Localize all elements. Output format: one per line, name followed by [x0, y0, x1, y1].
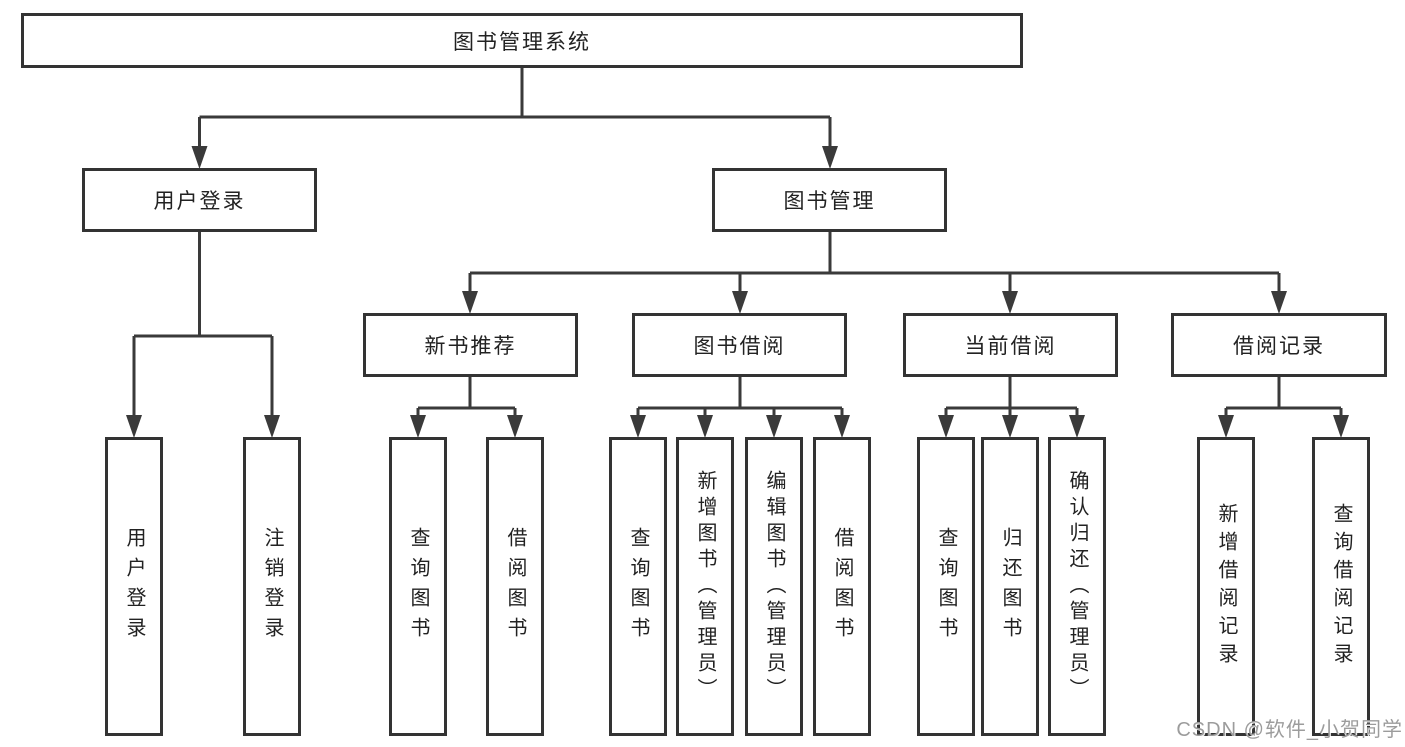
arrowhead: [630, 415, 646, 438]
arrowhead: [410, 415, 426, 438]
leaf-return-books-label: 归还图书: [999, 526, 1021, 647]
arrowhead: [938, 415, 954, 438]
watermark: CSDN @软件_小贺同学: [1176, 719, 1403, 741]
leaf-query-books-borrow-label: 查询图书: [627, 526, 649, 647]
node-borrow-records: 借阅记录: [1171, 313, 1387, 377]
node-borrow-records-label: 借阅记录: [1233, 335, 1325, 358]
leaf-query-books-recommend-label: 查询图书: [407, 526, 429, 647]
arrowhead: [462, 291, 478, 314]
leaf-query-books-current: 查询图书: [917, 437, 975, 736]
arrowhead: [766, 415, 782, 438]
leaf-query-books-borrow: 查询图书: [609, 437, 667, 736]
connector-book-management: [462, 232, 1287, 314]
leaf-borrow-books-recommend: 借阅图书: [486, 437, 544, 736]
leaf-borrow-books: 借阅图书: [813, 437, 871, 736]
arrowhead: [1218, 415, 1234, 438]
leaf-user-login-label: 用户登录: [123, 526, 145, 647]
node-root: 图书管理系统: [21, 13, 1023, 68]
leaf-query-borrow-record-label: 查询借阅记录: [1330, 502, 1352, 671]
connector-borrow-records: [1218, 377, 1349, 438]
node-new-book-recommend-label: 新书推荐: [424, 335, 517, 358]
leaf-query-books-current-label: 查询图书: [935, 526, 957, 647]
leaf-confirm-return-admin-label: 确认归还（管理员）: [1066, 469, 1088, 704]
arrowhead: [1271, 291, 1287, 314]
node-book-borrow-label: 图书借阅: [693, 335, 786, 358]
connector-book-borrow: [630, 377, 850, 438]
arrowhead: [1069, 415, 1085, 438]
node-book-management-label: 图书管理: [783, 190, 876, 213]
leaf-edit-books-admin: 编辑图书（管理员）: [745, 437, 803, 736]
arrowhead: [507, 415, 523, 438]
connector-root: [191, 68, 838, 169]
leaf-edit-books-admin-label: 编辑图书（管理员）: [763, 469, 785, 704]
leaf-logout: 注销登录: [243, 437, 301, 736]
leaf-add-borrow-record-label: 新增借阅记录: [1215, 502, 1237, 671]
arrowhead: [264, 415, 280, 438]
leaf-logout-label: 注销登录: [261, 526, 283, 647]
leaf-user-login: 用户登录: [105, 437, 163, 736]
node-current-borrow: 当前借阅: [903, 313, 1118, 377]
node-book-management: 图书管理: [712, 168, 947, 232]
leaf-borrow-books-recommend-label: 借阅图书: [504, 526, 526, 647]
arrowhead: [822, 146, 838, 169]
arrowhead: [1002, 291, 1018, 314]
leaf-borrow-books-label: 借阅图书: [831, 526, 853, 647]
connector-new-book-recommend: [410, 377, 523, 438]
arrowhead: [1002, 415, 1018, 438]
arrowhead: [834, 415, 850, 438]
connector-current-borrow: [938, 377, 1085, 438]
node-new-book-recommend: 新书推荐: [363, 313, 578, 377]
arrowhead: [126, 415, 142, 438]
node-user-login: 用户登录: [82, 168, 317, 232]
leaf-return-books: 归还图书: [981, 437, 1039, 736]
leaf-query-books-recommend: 查询图书: [389, 437, 447, 736]
arrowhead: [697, 415, 713, 438]
leaf-add-books-admin-label: 新增图书（管理员）: [694, 469, 716, 704]
node-root-label: 图书管理系统: [453, 30, 591, 54]
leaf-add-borrow-record: 新增借阅记录: [1197, 437, 1255, 736]
arrowhead: [732, 291, 748, 314]
node-current-borrow-label: 当前借阅: [964, 335, 1057, 358]
leaf-query-borrow-record: 查询借阅记录: [1312, 437, 1370, 736]
arrowhead: [191, 146, 208, 169]
arrowhead: [1333, 415, 1349, 438]
node-book-borrow: 图书借阅: [632, 313, 847, 377]
connector-user-login: [126, 232, 280, 438]
leaf-add-books-admin: 新增图书（管理员）: [676, 437, 734, 736]
node-user-login-label: 用户登录: [153, 190, 246, 213]
leaf-confirm-return-admin: 确认归还（管理员）: [1048, 437, 1106, 736]
